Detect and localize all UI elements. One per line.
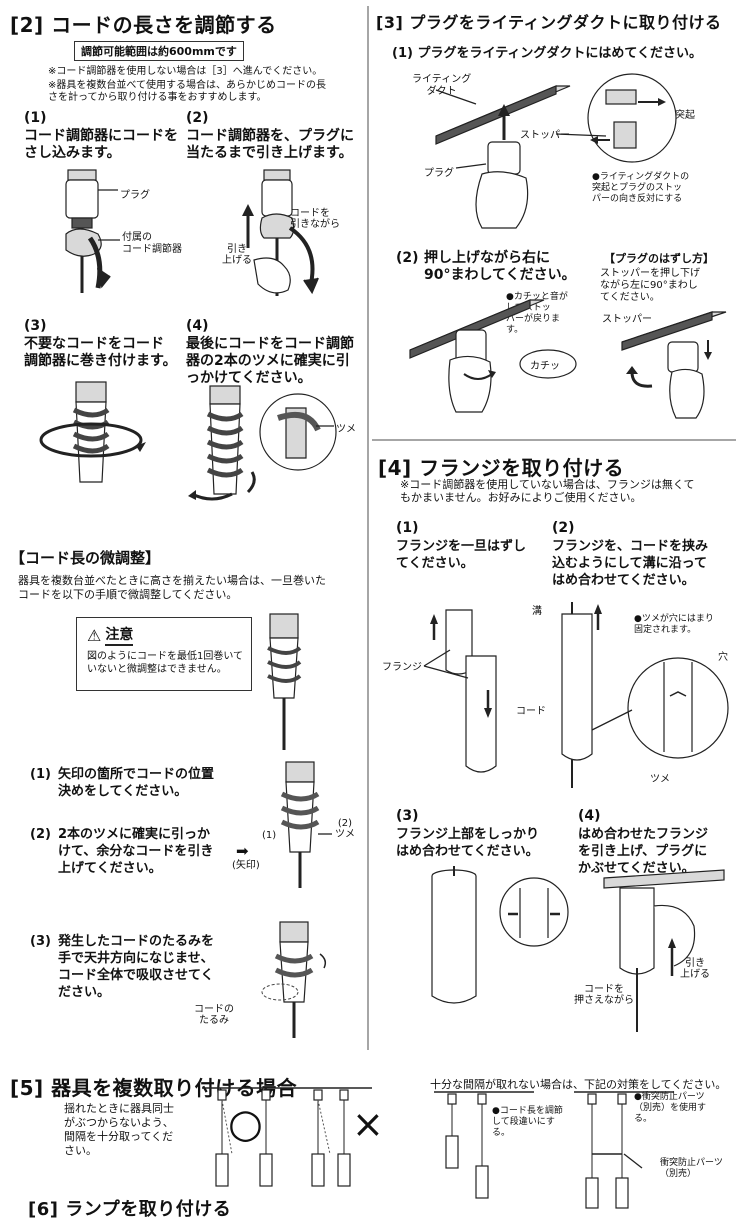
fine-adjust-hook-illustration [280,761,332,888]
cord-slack-label: コードの たるみ [194,1004,234,1026]
s5-spacing-text: 揺れたときに器具同士 がぶつからないよう、 間隔を十分取ってくだ さい。 [64,1102,174,1157]
s3-plug-label: プラグ [424,168,454,179]
pull-up-illustration [242,169,319,296]
s2-step1-number: (1) [24,110,47,126]
rotate-plug-illustration [409,299,577,413]
s3-remove-title: 【プラグのはずし方】 [604,252,714,265]
caution-title: 注意 [105,624,134,646]
s2-step2-text: コード調節器を、プラグに 当たるまで引き上げます。 [186,128,354,161]
s2-step4-number: (4) [186,318,209,334]
s2-step3-number: (3) [24,318,47,334]
fine-adjust-title: 【コード長の微調整】 [10,549,161,567]
caution-header: ⚠ 注意 [87,624,134,646]
fine-step1-text: 矢印の箇所でコードの位置 決めをしてください。 [58,767,215,799]
s3-step2-number: (2) [396,250,419,266]
s3-step1-text: (1) プラグをライティングダクトにはめてください。 [392,46,703,61]
fine-step1-number: (1) [30,767,51,782]
fine-label-1: (1) [262,830,277,841]
s3-remove-stopper-label: ストッパー [602,314,652,325]
s4-claw-label: ツメ [650,774,670,785]
ok-circle-mark: ○ [228,1101,263,1147]
section-2-note-2: ※器具を複数台並べて使用する場合は、あらかじめコードの長 さを計ってから取り付け… [48,80,326,103]
s3-stopper-label: ストッパー [520,130,570,141]
s2-claw-label: ツメ [336,424,356,435]
caution-cord-illustration [267,613,302,750]
s2-step1-text: コード調節器にコードを さし込みます。 [24,128,178,161]
spacing-comparison-illustration [202,1087,372,1187]
s4-pull-up-label: 引き 上げる [680,958,710,980]
s2-step4-text: 最後にコードをコード調節 器の2本のツメに確実に引 っかけてください。 [186,336,354,386]
section-2-note-1: ※コード調節器を使用しない場合は［3］へ進んでください。 [48,66,323,77]
fine-step2-number: (2) [30,827,51,842]
s3-protrusion-label: 突起 [675,110,695,121]
s4-flange-label: フランジ [382,662,422,673]
s2-cord-pull-label: コードを 引きながら [290,208,340,230]
s4-step3-text: フランジ上部をしっかり はめ合わせてください。 [396,827,540,859]
s3-remove-text: ストッパーを押し下げ ながら左に90°まわし てください。 [600,268,700,303]
ng-cross-mark: × [352,1102,384,1146]
flange-top-fit-illustration [431,866,569,1004]
s4-groove-label: 溝 [532,606,542,617]
s4-step4-text: はめ合わせたフランジ を引き上げ、プラグに かぶせてください。 [578,827,709,876]
s4-claw-note: ●ツメが穴にはまり 固定されます。 [634,614,714,635]
duct-mount-illustration [435,73,677,229]
section-3-title: [3] プラグをライティングダクトに取り付ける [376,13,722,32]
s3-duct-label: ライティング ダクト [412,74,472,97]
s2-pull-up-label: 引き 上げる [222,244,252,266]
s4-step1-text: フランジを一旦はずし てください。 [396,539,527,571]
flange-remove-illustration [423,609,497,773]
s4-step3-number: (3) [396,808,419,824]
s3-orientation-note: ●ライティングダクトの 突起とプラグのストッ パーの向き反対にする [592,172,690,204]
plug-insert-illustration [65,169,120,293]
caution-box: ⚠ 注意 図のようにコードを最低1回巻いて いないと微調整はできません。 [76,617,252,691]
warning-triangle-icon: ⚠ [87,625,102,645]
s5-option-1: ●コード長を調節 して段違いにす る。 [492,1106,563,1138]
fine-arrow-label: (矢印) [232,860,260,871]
flange-fit-illustration [561,602,729,788]
alternative-solutions-illustration [434,1091,674,1209]
fine-label-claw: (2) ツメ [335,818,355,840]
s2-step3-text: 不要なコードをコード 調節器に巻き付けます。 [24,336,177,369]
s4-hold-cord-label: コードを 押さえながら [574,984,634,1006]
s4-note: ※コード調節器を使用していない場合は、フランジは無くて もかまいません。お好みに… [400,478,695,504]
s5-option-2: ●衝突防止パーツ （別売）を使用す る。 [634,1092,707,1124]
hook-claw-illustration [188,385,337,501]
s4-hole-label: 穴 [718,652,728,663]
fine-step3-number: (3) [30,934,51,949]
remove-plug-illustration [621,311,727,419]
s4-step4-number: (4) [578,808,601,824]
wrap-cord-illustration [39,381,146,483]
flange-pull-up-illustration [603,869,725,1032]
s5-anti-collision-label: 衝突防止パーツ （別売） [660,1158,723,1179]
s4-cord-label: コード [516,706,546,717]
click-sound-label: カチッ [530,361,560,372]
s2-step2-number: (2) [186,110,209,126]
s4-step2-text: フランジを、コードを挟み 込むようにして溝に沿って はめ合わせてください。 [552,539,709,588]
s5-alternative-title: 十分な間隔が取れない場合は、下記の対策をしてください。 [430,1078,727,1091]
cord-slack-illustration [261,921,327,1038]
section-4-title: [4] フランジを取り付ける [378,456,625,480]
s2-plug-label: プラグ [120,190,150,201]
s4-step2-number: (2) [552,520,575,536]
section-2-title: [2] コードの長さを調節する [10,13,277,37]
fine-step3-text: 発生したコードのたるみを 手で天井方向になじませ、 コード全体で吸収させてく だ… [58,934,215,1000]
fine-adjust-description: 器具を複数台並べたときに高さを揃えたい場合は、一旦巻いた コードを以下の手順で微… [18,574,326,601]
s4-step1-number: (1) [396,520,419,536]
s2-adjuster-label: 付属の コード調節器 [122,232,182,255]
adjust-range-box: 調節可能範囲は約600mmです [74,41,244,61]
s3-step2-text: 押し上げながら右に 90°まわしてください。 [424,250,576,283]
right-arrow-icon: ➡ [236,842,249,860]
caution-text: 図のようにコードを最低1回巻いて いないと微調整はできません。 [87,651,244,675]
section-6-title: [6] ランプを取り付ける [28,1199,232,1220]
fine-step2-text: 2本のツメに確実に引っか けて、余分なコードを引き 上げてください。 [58,827,214,876]
